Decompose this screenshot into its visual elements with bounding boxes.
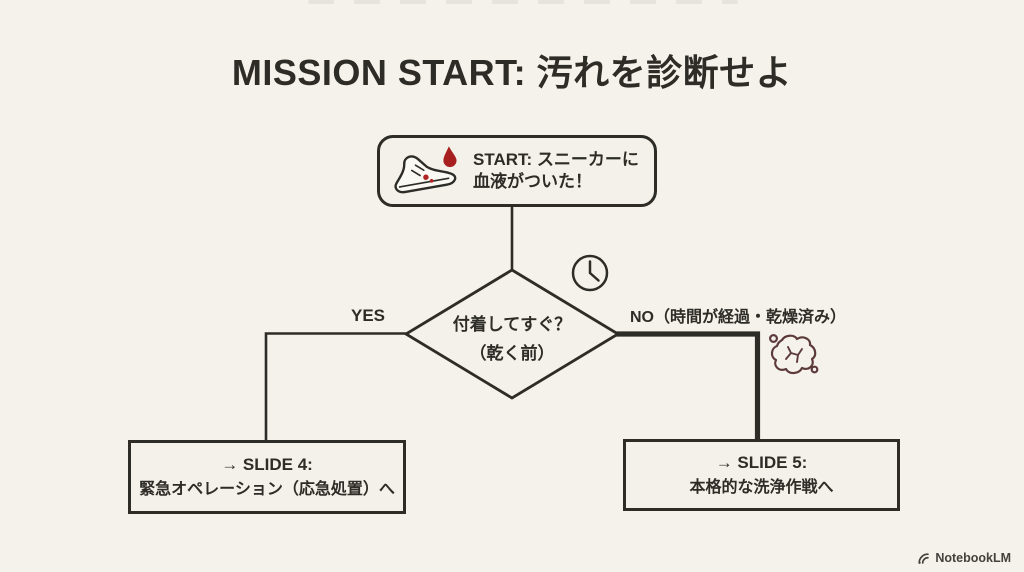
connector-yes-branch bbox=[264, 332, 414, 443]
sneaker-with-blood-drop-icon bbox=[388, 140, 466, 202]
yes-branch-label: YES bbox=[350, 306, 386, 325]
slide5-outcome-node: → SLIDE 5: 本格的な洗浄作戦へ bbox=[623, 439, 900, 511]
blood-drop-icon bbox=[443, 146, 457, 168]
no-branch-label: NO（時間が経過・乾燥済み） bbox=[630, 309, 847, 326]
start-line1: START: スニーカーに bbox=[473, 149, 639, 169]
connector-no-branch bbox=[612, 331, 761, 442]
watermark-label: NotebookLM bbox=[935, 551, 1011, 565]
decision-diamond-shape bbox=[403, 268, 621, 400]
notebooklm-logo-icon bbox=[917, 552, 930, 565]
slide5-line1: → SLIDE 5: bbox=[715, 453, 808, 473]
slide4-outcome-node: → SLIDE 4: 緊急オペレーション（応急処置）へ bbox=[128, 440, 406, 514]
page-title: MISSION START: 汚れを診断せよ bbox=[231, 52, 793, 93]
start-node-label: START: スニーカーに 血液がついた！ bbox=[473, 149, 639, 193]
notebooklm-watermark: NotebookLM bbox=[917, 551, 1011, 565]
cropped-text-artifact bbox=[308, 0, 738, 4]
clock-icon bbox=[571, 254, 609, 292]
start-node: START: スニーカーに 血液がついた！ bbox=[377, 135, 657, 207]
decision-line2: （乾く前） bbox=[469, 343, 555, 363]
start-line2: 血液がついた！ bbox=[473, 172, 592, 191]
slide4-line1: → SLIDE 4: bbox=[221, 455, 313, 475]
slide5-line2: 本格的な洗浄作戦へ bbox=[689, 478, 834, 496]
slide4-line2: 緊急オペレーション（応急処置）へ bbox=[139, 480, 395, 498]
dried-stain-icon bbox=[768, 333, 819, 375]
decision-line1: 付着してすぐ？ bbox=[452, 315, 572, 334]
decision-node-label: 付着してすぐ？ （乾く前） bbox=[412, 311, 612, 369]
